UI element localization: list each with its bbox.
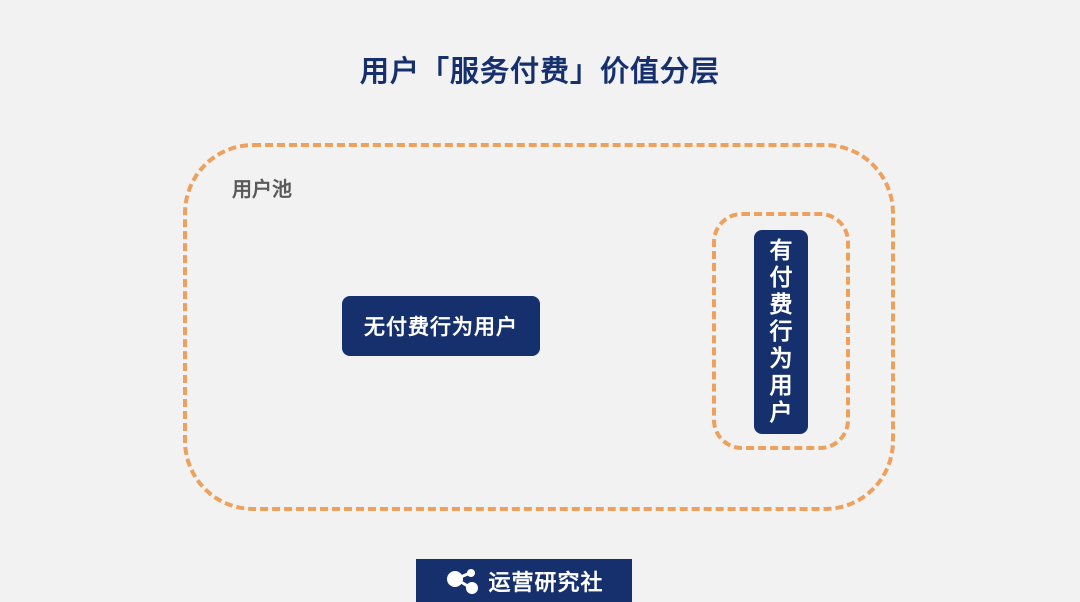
unpaid-users-box: 无付费行为用户 [342,296,540,356]
paid-users-box: 有付费行为用户 [754,230,808,434]
brand-name: 运营研究社 [488,570,604,596]
paid-users-label: 有付费行为用户 [769,237,793,426]
paid-users-boundary [712,212,850,450]
user-pool-label: 用户池 [232,177,292,201]
unpaid-users-label: 无付费行为用户 [364,315,518,339]
connected-dots-logo-icon [447,568,479,594]
brand-footer: 运营研究社 [416,559,632,602]
page-title: 用户「服务付费」价值分层 [359,54,720,88]
user-pool-boundary [183,143,895,511]
